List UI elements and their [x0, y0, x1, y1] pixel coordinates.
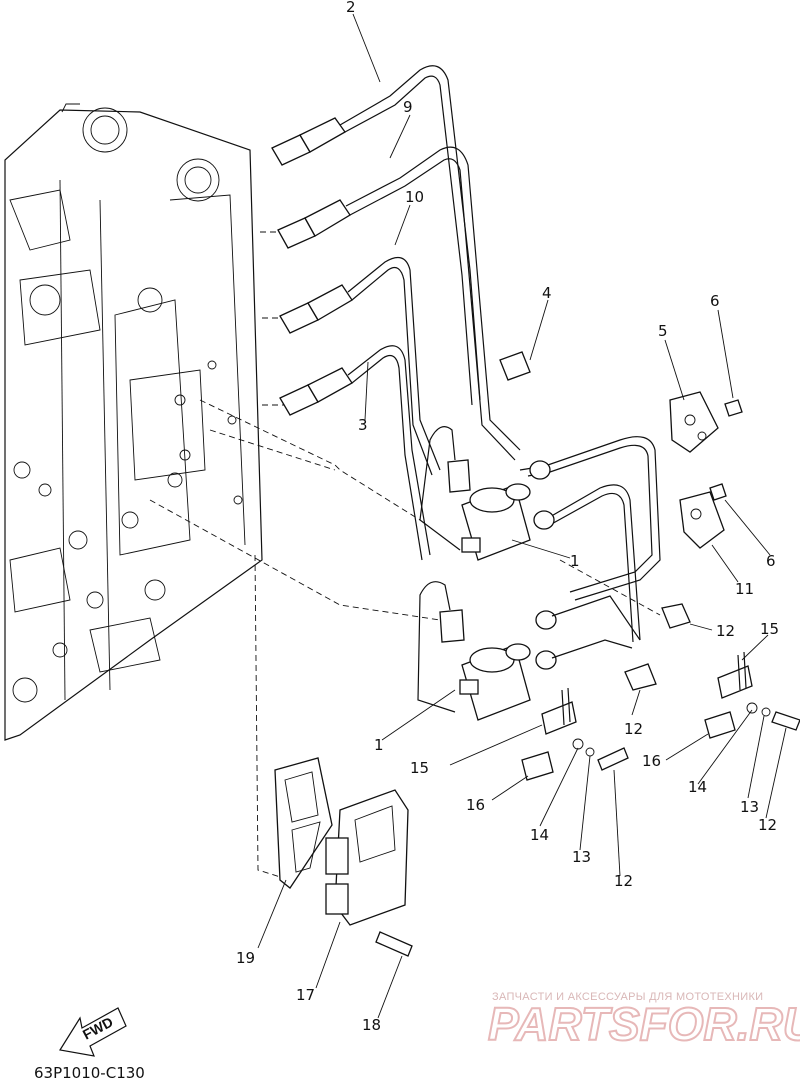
- callouts: 2 9 10 3 4 5 6 6 11 1 1 12 12 15 15 16 1…: [236, 0, 779, 1034]
- bracket-5: [669, 391, 719, 453]
- callout-8: 10: [405, 188, 424, 206]
- callout-2: 2: [346, 0, 356, 16]
- plug-cap-2: [271, 65, 481, 406]
- callout-6-upper: 6: [710, 292, 720, 310]
- ignition-coil-upper: [419, 426, 661, 643]
- watermark-caption: ЗАПЧАСТИ И АКСЕССУАРЫ ДЛЯ МОТОТЕХНИКИ: [492, 991, 763, 1003]
- callout-14-right: 14: [688, 778, 707, 796]
- small-parts: [499, 351, 800, 781]
- clamp-4: [499, 351, 531, 381]
- gasket-19: [274, 757, 333, 889]
- callout-11: 12: [716, 622, 735, 640]
- ignition-coil-lower: [417, 581, 641, 721]
- cdi-assembly: [274, 757, 413, 957]
- callout-12-left: 12: [614, 872, 633, 890]
- callout-13-right: 13: [740, 798, 759, 816]
- plug-cap-7: [277, 146, 521, 461]
- callout-10: 12: [624, 720, 643, 738]
- callout-6-lower: 6: [766, 552, 776, 570]
- engine-block: [4, 103, 263, 741]
- callout-17: 17: [296, 986, 315, 1004]
- bolt-6-lower: [709, 483, 727, 501]
- callout-4: 4: [542, 284, 552, 302]
- callout-13-left: 13: [572, 848, 591, 866]
- bolt-6-upper: [724, 399, 743, 417]
- watermark-logo: PARTSFOR.RU: [488, 998, 800, 1050]
- callout-14-left: 14: [530, 826, 549, 844]
- callout-1-lower: 1: [374, 736, 384, 754]
- bolt-12-left: [597, 747, 629, 771]
- callout-15-right: 15: [760, 620, 779, 638]
- callout-15-left: 15: [410, 759, 429, 777]
- ignition-coils: [417, 426, 661, 721]
- clip-11: [661, 603, 691, 629]
- part-code: 63P1010-C130: [34, 1064, 145, 1082]
- watermark: ЗАПЧАСТИ И АКСЕССУАРЫ ДЛЯ МОТОТЕХНИКИ PA…: [487, 991, 800, 1051]
- plug-leads: [271, 65, 521, 561]
- callout-18: 18: [362, 1016, 381, 1034]
- clamp-10: [624, 663, 657, 691]
- bracket-9: [679, 491, 725, 549]
- callout-16-right: 16: [642, 752, 661, 770]
- plug-cap-8: [279, 256, 441, 476]
- fwd-arrow: FWD: [59, 1007, 127, 1057]
- fwd-label: FWD: [80, 1014, 116, 1043]
- callout-16-left: 16: [466, 796, 485, 814]
- bolt-12-right: [771, 711, 800, 731]
- leader-lines: [257, 13, 787, 1019]
- bolt-18: [375, 931, 413, 957]
- callout-19: 19: [236, 949, 255, 967]
- sensor-16-right: [704, 711, 736, 739]
- callout-1-upper: 1: [570, 552, 580, 570]
- bracket-15-left: [541, 701, 577, 735]
- callout-12-right: 12: [758, 816, 777, 834]
- callout-5: 5: [658, 322, 668, 340]
- sensor-16-left: [521, 751, 554, 781]
- callout-9: 11: [735, 580, 754, 598]
- callout-3: 3: [358, 416, 368, 434]
- callout-7: 9: [403, 98, 413, 116]
- bracket-15-right: [717, 665, 753, 699]
- plug-cap-3: [279, 345, 431, 561]
- reference-lines: [149, 231, 661, 881]
